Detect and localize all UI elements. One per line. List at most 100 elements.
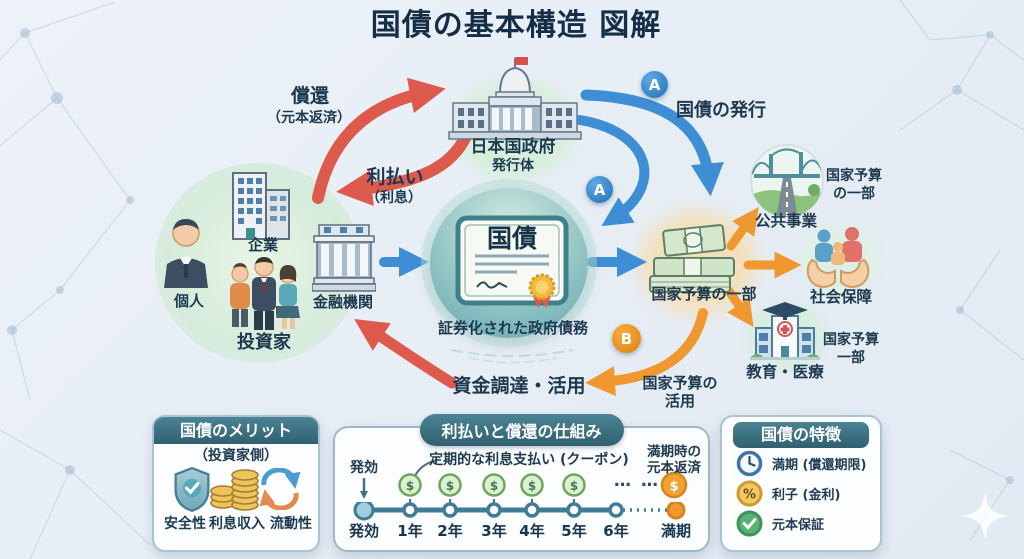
maturity-coin-icon: $ (660, 471, 688, 499)
feature-row-maturity: 満期 (償還期限) (736, 450, 866, 477)
funding-return-arrow (354, 318, 458, 389)
svg-text:$: $ (406, 479, 414, 493)
redemption-arrow (312, 77, 446, 204)
timeline-axis (353, 502, 686, 521)
timeline-dots: … … (614, 471, 660, 491)
merit-item-3: 流動性 (270, 516, 312, 532)
bond-caption: 証券化された政府債務 (437, 319, 589, 337)
timeline-start-label: 発効 (350, 460, 378, 476)
ripple-line (451, 349, 573, 357)
tick-maturity: 満期 (660, 522, 692, 540)
marker-a-bond: A (586, 176, 613, 203)
feature-row-interest: % 利子 (金利) (736, 480, 840, 507)
maturity-note-1: 満期時の (647, 444, 701, 460)
tick-start: 発効 (348, 522, 380, 540)
corporation-label: 企業 (247, 236, 279, 254)
bank-building-icon (312, 224, 376, 292)
coupon-coin-icon: $ (482, 473, 506, 497)
issuance-arrow (580, 89, 724, 197)
page-title: 国債の基本構造 図解 (370, 8, 662, 43)
feature-item-1: 満期 (償還期限) (772, 458, 867, 473)
education-label: 教育・医療 (746, 363, 824, 381)
coupon-callout-line (414, 459, 438, 477)
funding-label: 資金調達・活用 (452, 375, 586, 397)
coins-icon (210, 469, 259, 511)
individual-label: 個人 (173, 292, 205, 310)
budget-to-publicworks-arrow (726, 207, 759, 251)
marker-a-issuance: A (641, 71, 668, 98)
coupon-coin-icon: $ (520, 473, 544, 497)
budget-use-label-1: 国家予算の (642, 374, 718, 392)
public-works-note-1: 国家予算 (826, 168, 882, 184)
sparkle-icon (961, 492, 1009, 540)
shield-check-icon (174, 466, 210, 512)
interest-sub-label: （利息） (366, 190, 422, 206)
feature-row-principal: 元本保証 (736, 510, 824, 537)
svg-text:$: $ (528, 479, 536, 493)
start-down-arrow (360, 478, 368, 499)
tick-year-2: 2年 (437, 522, 463, 540)
coupon-coin-icon: $ (438, 473, 462, 497)
bond-title: 国債 (486, 224, 538, 253)
timeline-card-header: 利払いと償還の仕組み (419, 414, 624, 446)
education-note-2: 一部 (837, 350, 865, 366)
tick-year-5: 5年 (561, 522, 587, 540)
merit-card: 国債のメリット （投資家側） 安 (152, 415, 320, 552)
budget-money-icon (649, 224, 735, 293)
redemption-label: 償還 (290, 85, 330, 107)
gov-to-bond-arrow (575, 115, 650, 227)
tick-year-3: 3年 (481, 522, 507, 540)
check-circle-icon (736, 510, 763, 537)
features-card: 国債の特徴 満期 (償還期限) % 利子 (金利) 元本保証 (720, 415, 882, 552)
government-name: 日本国政府 (470, 137, 556, 157)
investor-group-icon (230, 257, 300, 330)
interest-label: 利払い (366, 166, 424, 188)
percent-icon: % (736, 480, 763, 507)
clock-icon (736, 450, 763, 477)
social-security-icon (806, 227, 870, 288)
coupon-note: 定期的な利息支払い (クーポン) (429, 452, 629, 468)
svg-text:$: $ (490, 479, 498, 493)
tick-year-1: 1年 (397, 522, 423, 540)
budget-label: 国家予算の一部 (651, 285, 757, 303)
feature-item-2: 利子 (金利) (772, 488, 841, 503)
investors-label: 投資家 (237, 332, 291, 353)
public-works-note-2: の一部 (833, 186, 875, 202)
individual-person-icon (164, 219, 208, 288)
redemption-sub-label: （元本返済） (267, 110, 351, 126)
merit-item-1: 安全性 (164, 516, 206, 532)
svg-text:%: % (743, 488, 756, 503)
public-works-label: 公共事業 (754, 212, 818, 230)
public-works-icon (750, 144, 824, 218)
svg-text:$: $ (570, 479, 578, 493)
maturity-note-2: 元本返済 (647, 460, 701, 476)
budget-use-arrow (585, 308, 708, 397)
ripple-line (469, 357, 557, 364)
svg-text:$: $ (446, 479, 454, 493)
education-medical-icon (750, 302, 820, 360)
liquidity-cycle-icon (259, 468, 301, 510)
bond-certificate-icon (455, 215, 569, 308)
tick-year-4: 4年 (519, 522, 545, 540)
financial-institution-label: 金融機関 (312, 293, 374, 311)
timeline-card: 利払いと償還の仕組み 発効 定期的な利息支払い (クーポン) 満期時の 元本返済… (333, 414, 710, 552)
coupon-coin-icon: $ (562, 473, 586, 497)
merit-card-subtitle: （投資家側） (194, 448, 278, 464)
svg-text:$: $ (669, 480, 678, 495)
budget-use-label-2: 活用 (664, 392, 696, 410)
merit-item-2: 利息収入 (209, 516, 265, 532)
tick-year-6: 6年 (603, 522, 629, 540)
feature-item-3: 元本保証 (772, 518, 825, 533)
budget-to-education-arrow (724, 286, 754, 328)
features-card-header: 国債の特徴 (733, 422, 869, 448)
issuance-label: 国債の発行 (676, 100, 766, 121)
government-building-icon (448, 57, 582, 140)
social-security-label: 社会保障 (809, 288, 873, 306)
coupon-coin-icon: $ (398, 473, 422, 497)
government-role: 発行体 (492, 158, 534, 174)
corporation-building-icon (232, 172, 290, 240)
marker-b-budget: B (612, 324, 641, 353)
education-note-1: 国家予算 (823, 332, 879, 348)
